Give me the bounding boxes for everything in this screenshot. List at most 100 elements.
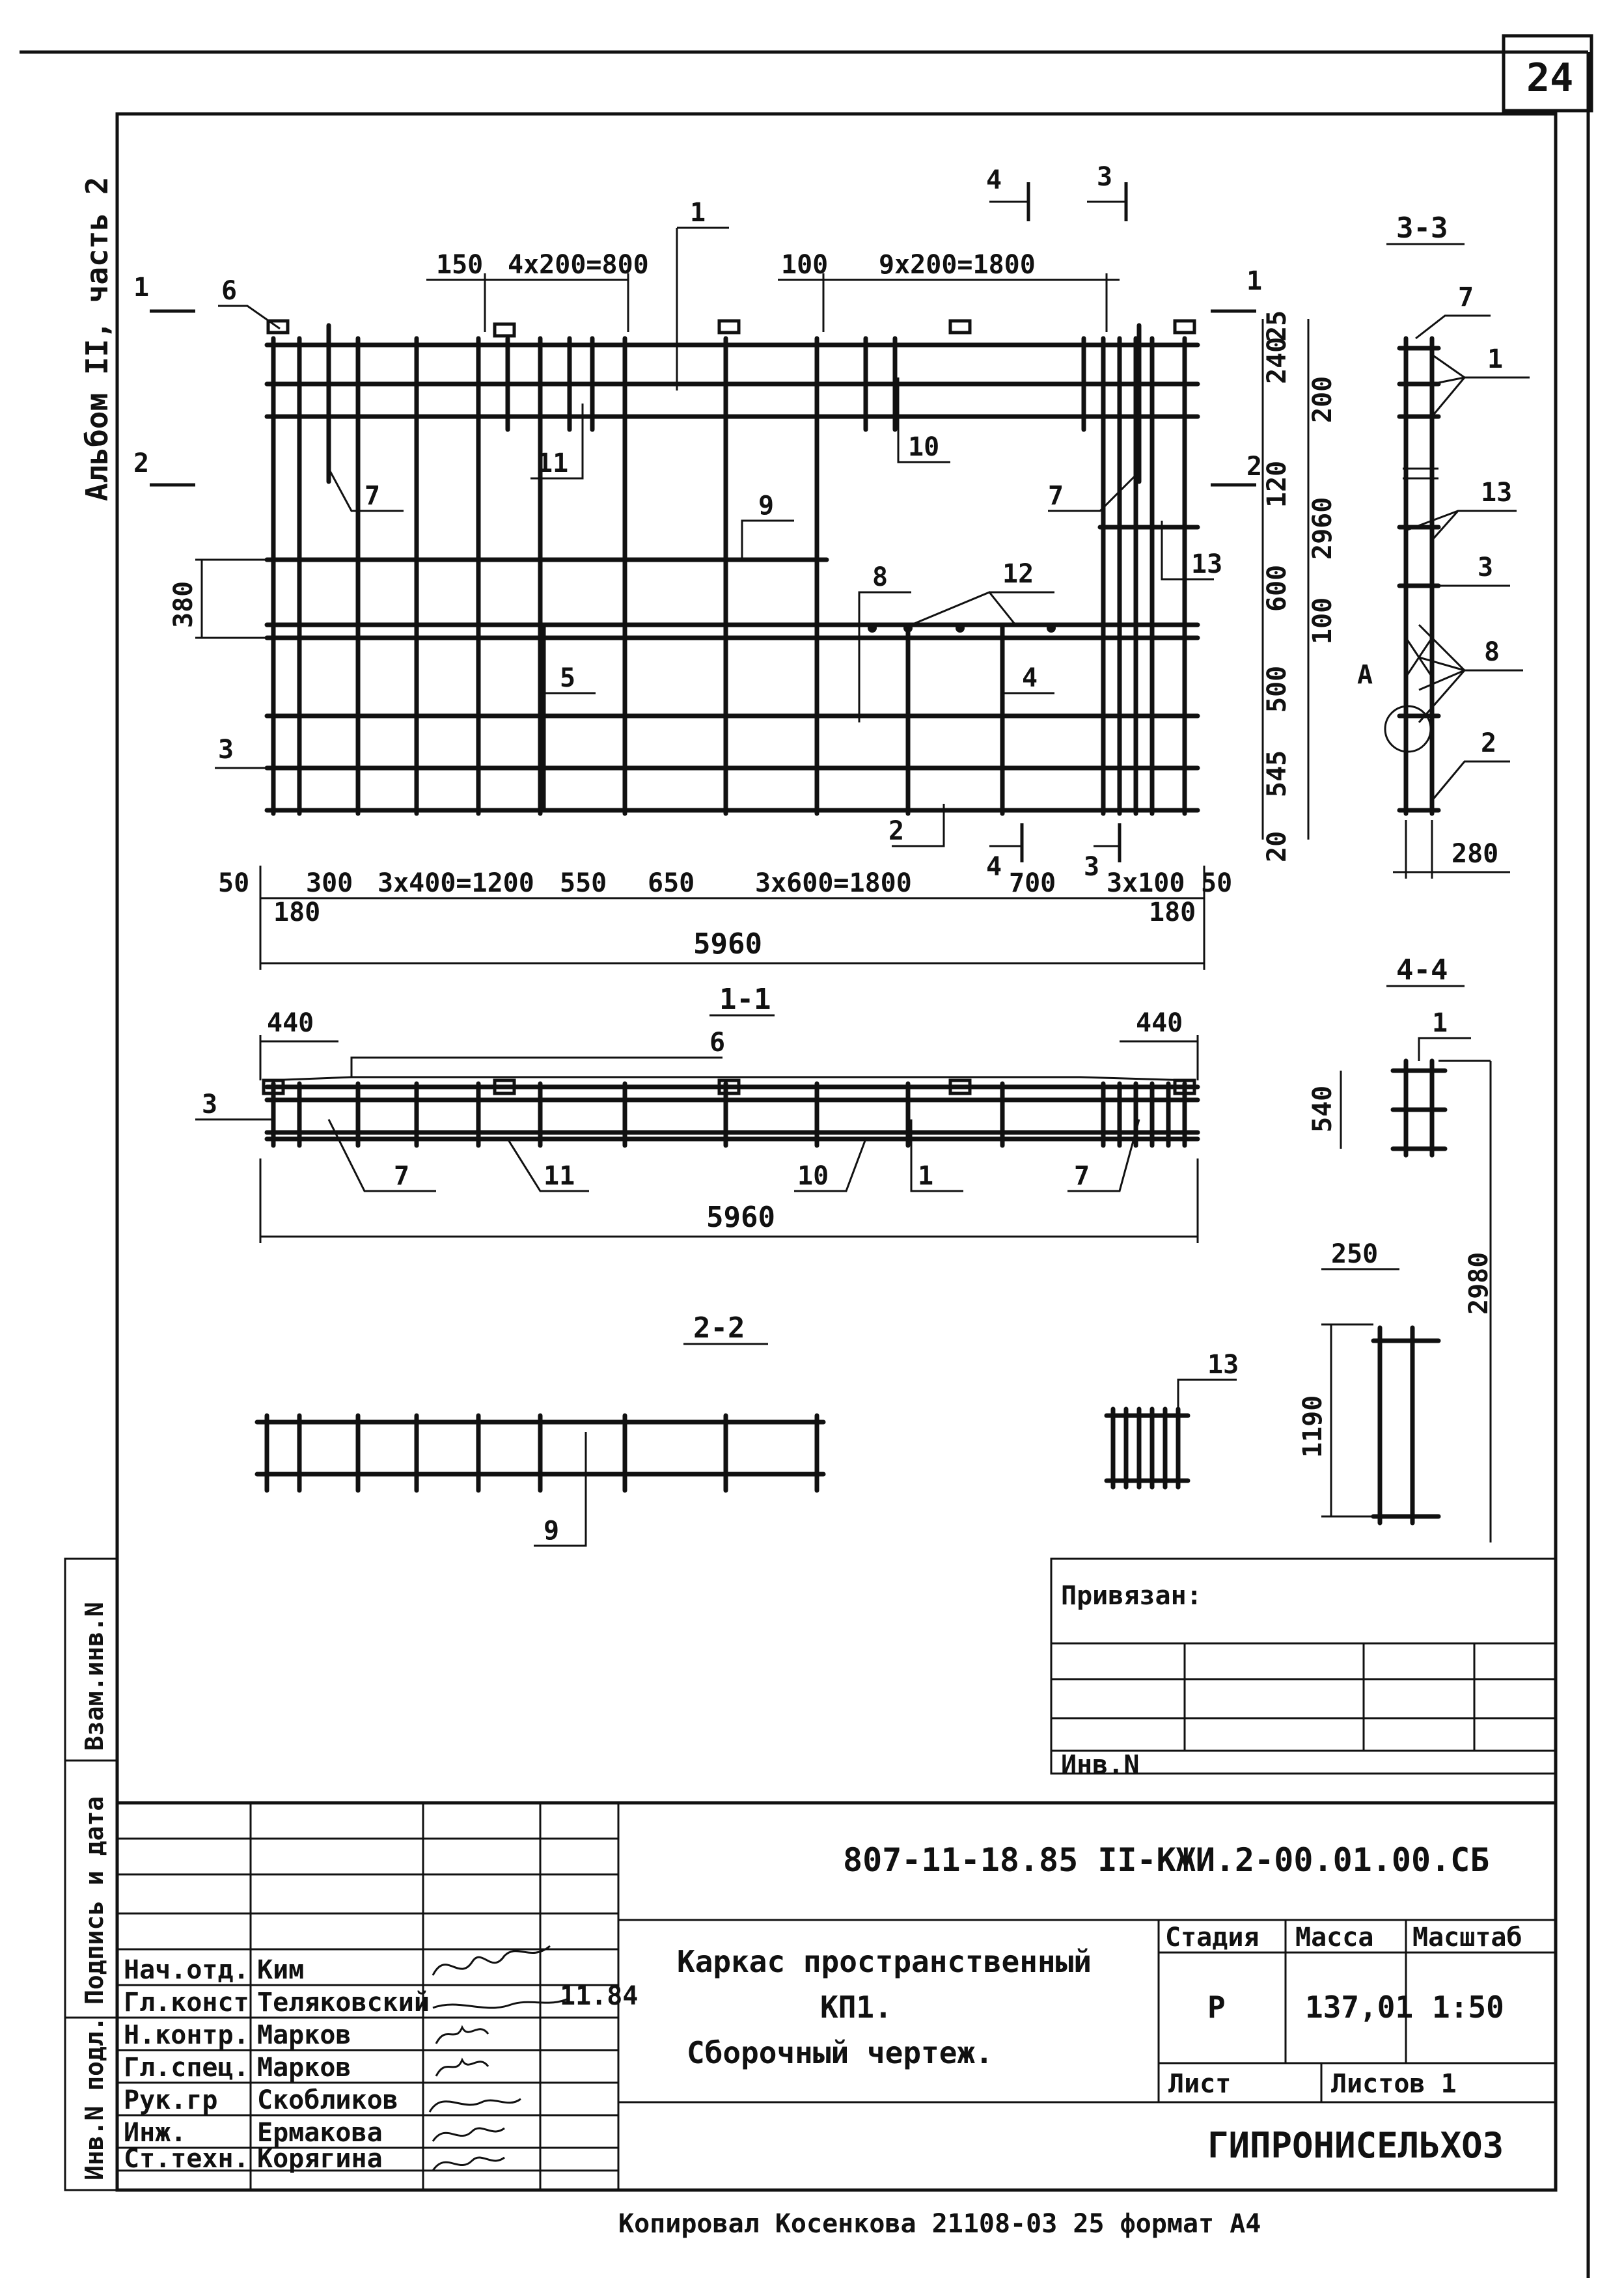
role-1: Гл.конст — [124, 1988, 249, 2018]
section-2-2: 2-2 9 — [255, 1311, 826, 1547]
section-4-4: 4-4 1 540 2980 250 1190 — [1298, 953, 1494, 1542]
dim-s440a: 440 — [267, 1008, 314, 1038]
stage-label: Стадия — [1165, 1923, 1259, 1953]
title-line-2: КП1. — [820, 1990, 892, 2025]
page-number: 24 — [1526, 55, 1573, 101]
dim-b700: 700 — [1009, 868, 1056, 898]
album-label: Альбом II, часть 2 — [79, 177, 115, 502]
dim-h540: 540 — [1308, 1086, 1338, 1132]
dim-b300: 300 — [306, 868, 353, 898]
section-title-4-4: 4-4 — [1396, 953, 1448, 987]
dim-b50b: 50 — [1201, 868, 1232, 898]
date-note: 11.84 — [560, 1981, 638, 2011]
section-mark-1-right: 1 — [1246, 266, 1262, 296]
dim-b5960: 5960 — [693, 927, 762, 961]
name-4: Скобликов — [257, 2085, 398, 2115]
section-mark-3-top: 3 — [1097, 162, 1112, 192]
dim-h2980: 2980 — [1464, 1252, 1494, 1315]
section-mark-3-bottom: 3 — [1084, 852, 1099, 882]
callout-10: 10 — [908, 432, 939, 462]
name-1: Теляковский — [257, 1988, 430, 2018]
callout-10-s11: 10 — [797, 1161, 829, 1191]
stage-value: Р — [1207, 1990, 1226, 2025]
inv-n-label: Инв.N — [1061, 1750, 1139, 1780]
side-label-podpis: Подпись и дата — [80, 1796, 109, 2005]
dim-r120: 120 — [1262, 461, 1292, 508]
callout-1-s44: 1 — [1432, 1008, 1448, 1038]
role-3: Гл.спец. — [124, 2053, 249, 2083]
section-mark-4-bottom: 4 — [986, 852, 1002, 882]
callout-8: 8 — [872, 562, 888, 592]
role-0: Нач.отд. — [124, 1955, 249, 1985]
mass-value: 137,01 — [1305, 1990, 1413, 2025]
privyazan-label: Привязан: — [1061, 1581, 1202, 1611]
name-2: Марков — [257, 2020, 351, 2050]
callout-3-s33: 3 — [1478, 553, 1493, 583]
callout-1-s33: 1 — [1487, 344, 1503, 374]
name-0: Ким — [257, 1955, 304, 1985]
side-label-vzam: Взам.инв.N — [80, 1602, 109, 1751]
callout-7-s11b: 7 — [1074, 1161, 1090, 1191]
name-6: Корягина — [257, 2144, 383, 2174]
doc-code: 807-11-18.85 II-КЖИ.2-00.01.00.СБ — [843, 1841, 1489, 1879]
dim-b650: 650 — [648, 868, 695, 898]
dim-top-100: 100 — [781, 250, 828, 280]
dim-b3x100: 3x100 — [1107, 868, 1185, 898]
dim-top-9x200: 9x200=1800 — [879, 250, 1036, 280]
callout-12: 12 — [1002, 559, 1034, 589]
callout-11-s11: 11 — [544, 1161, 575, 1191]
scale-label: Масштаб — [1412, 1923, 1522, 1953]
callout-6-s11: 6 — [709, 1028, 725, 1058]
dim-r240: 240 — [1262, 337, 1292, 384]
callout-2: 2 — [888, 816, 904, 846]
dim-s440b: 440 — [1136, 1008, 1183, 1038]
dim-r100: 100 — [1308, 597, 1338, 644]
dim-b1800: 3x600=1800 — [755, 868, 912, 898]
title-line-1: Каркас пространственный — [677, 1944, 1092, 1979]
role-4: Рук.гр — [124, 2085, 218, 2115]
section-mark-2-right: 2 — [1246, 452, 1262, 482]
dim-top-4x200: 4x200=800 — [508, 250, 649, 280]
section-title-2-2: 2-2 — [693, 1311, 745, 1345]
dim-r545: 545 — [1262, 750, 1292, 797]
title-line-3: Сборочный чертеж. — [687, 2035, 993, 2070]
sheet-label: Лист — [1168, 2069, 1231, 2099]
org-name: ГИПРОНИСЕЛЬХОЗ — [1207, 2125, 1504, 2166]
main-elevation: 1 10 11 7 7 9 8 12 13 5 4 2 3 6 1 1 2 — [133, 162, 1338, 970]
scale-value: 1:50 — [1432, 1990, 1504, 2025]
side-label-inv: Инв.N подл. — [80, 2016, 109, 2180]
dim-r500: 500 — [1262, 666, 1292, 713]
signatures — [428, 1945, 570, 2171]
mass-label: Масса — [1295, 1923, 1373, 1953]
callout-4: 4 — [1022, 663, 1038, 693]
section-3-3: 3-3 7 1 13 3 8 2 A — [1357, 212, 1530, 879]
title-block: Привязан: Инв.N Нач.отд. Ким Гл.конст Те… — [115, 1557, 1558, 2192]
bar-13-detail: 13 — [1104, 1350, 1239, 1490]
sheets-label: Листов 1 — [1331, 2069, 1457, 2099]
callout-13-detail: 13 — [1207, 1350, 1239, 1380]
section-title-3-3: 3-3 — [1396, 212, 1448, 245]
dim-b550: 550 — [560, 868, 607, 898]
dim-h1190: 1190 — [1298, 1395, 1328, 1458]
dim-b1200: 3x400=1200 — [378, 868, 534, 898]
dim-s5960: 5960 — [706, 1201, 775, 1234]
callout-6: 6 — [221, 276, 237, 306]
callout-9-s22: 9 — [544, 1516, 559, 1546]
section-1-1: 1-1 440 440 — [195, 983, 1200, 1243]
dim-r200: 200 — [1308, 376, 1338, 423]
footer-copy-note: Копировал Косенкова 21108-03 25 формат А… — [618, 2209, 1261, 2239]
callout-13: 13 — [1191, 549, 1222, 579]
callout-3: 3 — [218, 735, 234, 765]
callout-7-s33: 7 — [1458, 282, 1474, 312]
role-5: Инж. — [124, 2118, 186, 2148]
role-2: Н.контр. — [124, 2020, 249, 2050]
name-5: Ермакова — [257, 2118, 383, 2148]
section-mark-1-left: 1 — [133, 273, 149, 303]
callout-A: A — [1357, 660, 1373, 690]
dim-l380: 380 — [169, 581, 199, 628]
callout-8-s33: 8 — [1484, 637, 1500, 667]
callout-3-s11: 3 — [202, 1090, 217, 1119]
callout-9: 9 — [758, 491, 774, 521]
callout-7-s11a: 7 — [394, 1161, 409, 1191]
callout-2-s33: 2 — [1481, 728, 1496, 758]
